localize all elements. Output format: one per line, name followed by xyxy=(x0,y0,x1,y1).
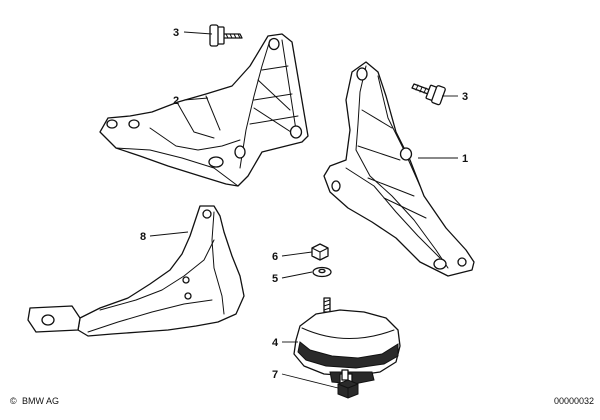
engine-support-bracket-right[interactable] xyxy=(323,61,475,277)
callout-3-top: 3 xyxy=(173,27,179,39)
diagram-number: 00000032 xyxy=(554,396,594,406)
callout-1: 1 xyxy=(462,153,468,165)
copyright-symbol: © xyxy=(10,396,17,406)
leader-line-8 xyxy=(149,231,189,237)
hex-nut[interactable] xyxy=(311,243,329,261)
hex-bolt-right[interactable] xyxy=(411,83,446,106)
washer[interactable] xyxy=(312,266,332,278)
leader-line-6 xyxy=(281,251,313,257)
heat-shield-plate[interactable] xyxy=(27,205,245,337)
callout-6: 6 xyxy=(272,251,278,263)
lower-nut[interactable] xyxy=(337,369,359,399)
leader-line-7 xyxy=(281,373,339,389)
callout-5: 5 xyxy=(272,273,278,285)
leader-line-2 xyxy=(183,97,209,101)
leader-line-3-top xyxy=(183,31,213,35)
copyright-text: BMW AG xyxy=(22,396,59,406)
engine-support-bracket-left[interactable] xyxy=(99,33,309,187)
leader-line-5 xyxy=(281,271,313,279)
callout-8: 8 xyxy=(140,231,146,243)
callout-7: 7 xyxy=(272,369,278,381)
callout-4: 4 xyxy=(272,337,279,349)
hex-bolt-top[interactable] xyxy=(209,24,243,47)
callout-2: 2 xyxy=(173,95,179,107)
callout-3-right: 3 xyxy=(462,91,468,103)
